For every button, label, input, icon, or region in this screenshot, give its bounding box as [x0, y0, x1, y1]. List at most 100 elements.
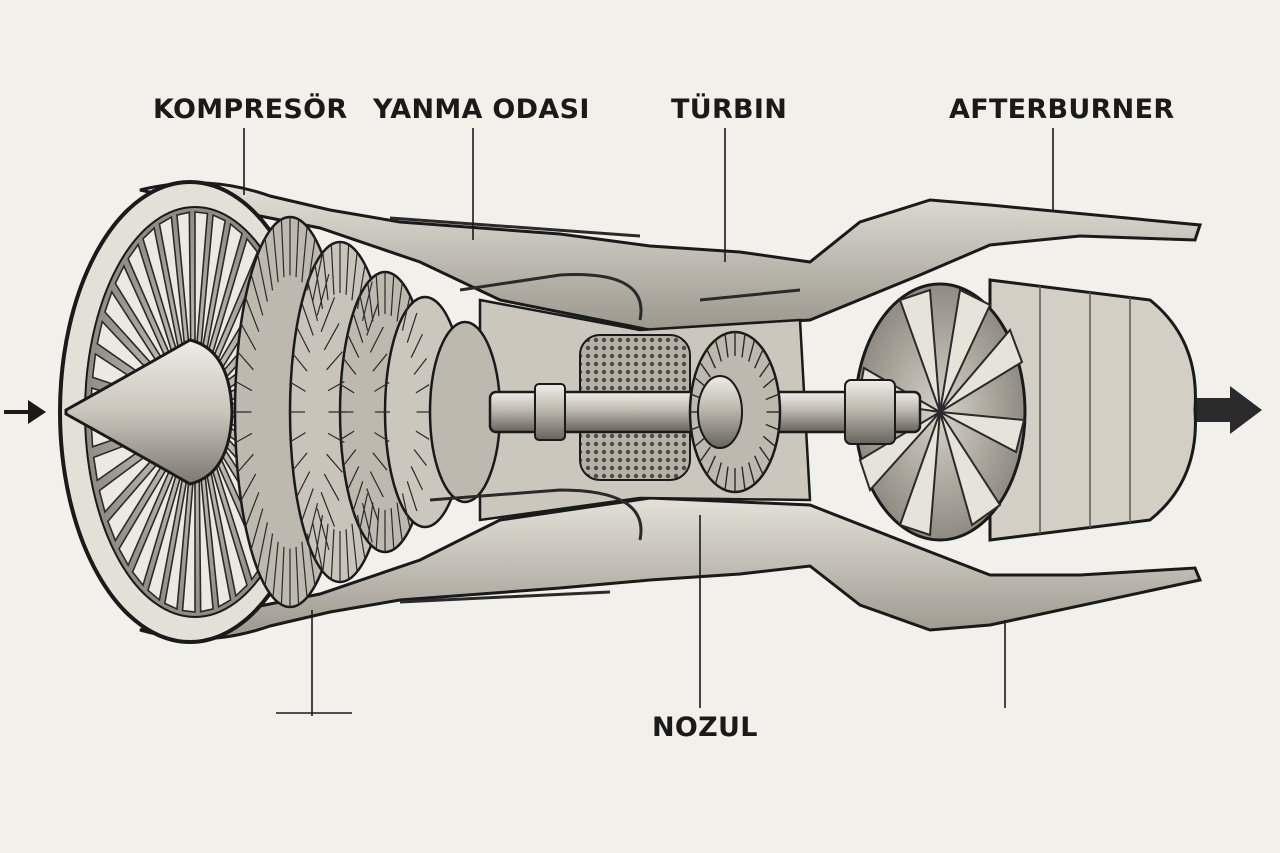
blade-tooth: [347, 466, 360, 491]
blade-tooth: [264, 238, 274, 291]
blade-tooth: [340, 384, 355, 394]
blade-tooth: [345, 529, 350, 580]
blade-tooth: [237, 453, 254, 473]
blade-tooth: [406, 481, 418, 512]
blade-tooth: [356, 514, 366, 560]
blade-tooth: [706, 455, 716, 475]
blade-tooth: [322, 523, 329, 572]
blade-tooth: [301, 488, 314, 522]
blade-tooth: [306, 533, 316, 586]
blade-tooth: [295, 219, 300, 278]
blade-tooth: [244, 297, 260, 332]
blade-tooth: [759, 361, 771, 378]
blade-tooth: [762, 435, 776, 448]
shaft-collar-rear: [844, 379, 896, 445]
blade-tooth: [296, 326, 311, 353]
fan-blade: [127, 242, 181, 378]
blade-tooth: [295, 546, 300, 605]
blade-tooth: [356, 264, 366, 310]
label-compressor: KOMPRESÖR: [153, 94, 348, 125]
blade-tooth: [307, 281, 319, 321]
blade-tooth: [724, 333, 729, 358]
blade-tooth: [375, 508, 380, 550]
label-combustion-chamber: YANMA ODASI: [373, 94, 590, 125]
blade-tooth: [345, 244, 350, 295]
blade-tooth: [314, 264, 324, 310]
fan-blade: [194, 211, 209, 368]
blade-tooth: [250, 508, 264, 551]
blade-tooth: [244, 492, 260, 527]
blade-tooth: [240, 473, 257, 501]
blade-tooth: [410, 333, 423, 358]
label-nozzle: NOZUL: [652, 712, 758, 743]
fan-blade: [147, 454, 188, 602]
fan-blade: [198, 456, 214, 613]
blade-tooth: [296, 471, 311, 498]
blade-tooth: [323, 473, 340, 501]
fuel-lines: [389, 216, 801, 604]
fan-blade: [114, 264, 178, 384]
blade-tooth: [759, 446, 771, 463]
blade-tooth: [706, 349, 716, 369]
blade-tooth: [340, 430, 355, 440]
nose-cone: [64, 338, 234, 486]
blade-tooth: [327, 380, 345, 392]
leader-lines: [243, 128, 1054, 716]
blade-tooth: [741, 333, 746, 358]
fan-blade: [163, 456, 192, 611]
blade-tooth: [401, 493, 411, 529]
blade-tooth: [747, 339, 756, 362]
blade-tooth: [747, 462, 756, 485]
blade-tooth: [351, 252, 358, 301]
fan-blade: [202, 454, 232, 609]
fan-blade: [205, 450, 248, 598]
blade-tooth: [347, 333, 360, 358]
blade-tooth: [322, 252, 329, 301]
blade-tooth: [415, 384, 430, 394]
blade-tooth: [292, 353, 308, 372]
fan-blade: [118, 446, 181, 568]
blade-tooth: [369, 326, 384, 353]
blade-tooth: [754, 455, 764, 475]
blade-tooth: [352, 481, 364, 512]
blade-tooth: [327, 432, 345, 444]
blade-tooth: [765, 393, 780, 401]
blade-tooth: [372, 452, 388, 471]
shaft-collar: [534, 383, 566, 441]
blade-tooth: [320, 492, 336, 527]
afterburner-ribs: [1039, 286, 1131, 534]
blade-tooth: [372, 353, 388, 372]
blade-tooth: [741, 466, 746, 491]
blade-tooth: [307, 503, 319, 543]
blade-tooth: [714, 462, 723, 485]
label-afterburner: AFTERBURNER: [949, 94, 1175, 125]
fan-blade: [158, 215, 188, 370]
blade-tooth: [406, 312, 418, 343]
blade-tooth: [314, 514, 324, 560]
blade-tooth: [280, 546, 285, 605]
blade-tooth: [272, 226, 279, 283]
blade-tooth: [352, 312, 364, 343]
blade-tooth: [280, 219, 285, 278]
blade-tooth: [290, 432, 306, 443]
blade-tooth: [292, 452, 308, 471]
blade-tooth: [699, 361, 711, 378]
blade-tooth: [369, 471, 384, 498]
blade-tooth: [390, 508, 395, 550]
blade-tooth: [264, 533, 274, 586]
blade-tooth: [326, 351, 343, 371]
blade-tooth: [374, 381, 390, 392]
blade-tooth: [390, 274, 395, 316]
blade-tooth: [351, 523, 358, 572]
blade-tooth: [724, 466, 729, 491]
blade-tooth: [316, 508, 330, 551]
blade-tooth: [699, 446, 711, 463]
blade-tooth: [257, 254, 268, 302]
blade-tooth: [290, 381, 306, 392]
blade-tooth: [762, 376, 776, 389]
blade-tooth: [410, 466, 423, 491]
blade-tooth: [235, 380, 253, 392]
blade-tooth: [301, 541, 308, 598]
